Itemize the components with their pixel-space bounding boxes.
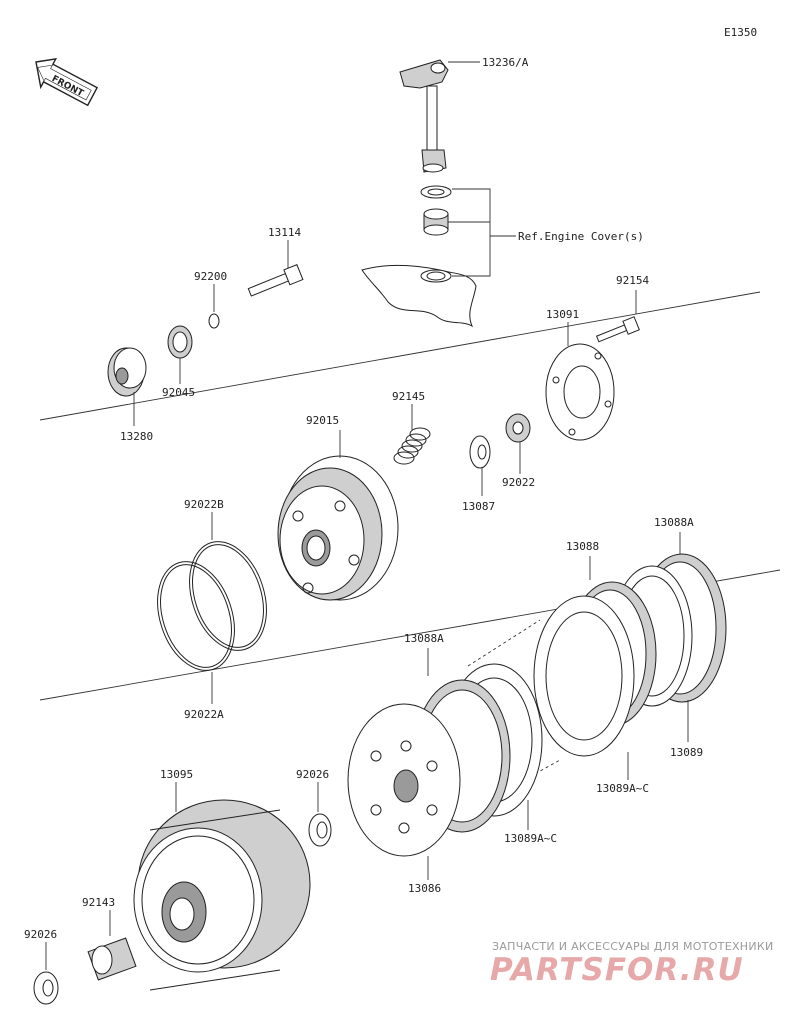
part-92200-label: 92200 — [194, 270, 227, 283]
lifter-13280 — [107, 347, 147, 397]
part-13088-label: 13088 — [566, 540, 599, 553]
bearing-92045 — [167, 325, 193, 359]
part-13086-label: 13086 — [408, 882, 441, 895]
part-13089ac-upper-label: 13089A~C — [596, 782, 649, 795]
watermark-tagline: ЗАПЧАСТИ И АКСЕССУАРЫ ДЛЯ МОТОТЕХНИКИ — [492, 940, 774, 953]
part-13280-label: 13280 — [120, 430, 153, 443]
part-92015-label: 92022 — [502, 476, 535, 489]
part-92154-label: 92154 — [616, 274, 649, 287]
part-92022b-label: 92022B — [184, 498, 224, 511]
part-13089-label: 13089 — [670, 746, 703, 759]
washer-92026-middle — [308, 813, 332, 847]
plate-13091 — [545, 343, 615, 441]
part-13089ac-lower-label: 13089A~C — [504, 832, 557, 845]
part-13088a-upper-label: 13088A — [654, 516, 694, 529]
part-13114-label: 13114 — [268, 226, 301, 239]
part-13095-label: 13095 — [160, 768, 193, 781]
front-arrow-icon: FRONT — [35, 58, 99, 107]
part-92026-middle-label: 92026 — [296, 768, 329, 781]
part-92045-label: 92045 — [162, 386, 195, 399]
ref-engine-cover-note: Ref.Engine Cover(s) — [518, 230, 644, 243]
push-rod — [247, 264, 304, 297]
part-92143-label: 92143 — [82, 896, 115, 909]
washer-92022 — [469, 435, 491, 469]
nut-92015 — [505, 413, 531, 443]
steel-plate-13089a-c-upper — [533, 595, 635, 757]
watermark-brand: PARTSFOR.RU — [490, 952, 744, 988]
part-92022-label: 13087 — [462, 500, 495, 513]
washer-92200 — [208, 313, 220, 329]
part-13087-label: 92015 — [306, 414, 339, 427]
washer-92026-lower — [33, 971, 59, 1005]
part-92022a-label: 92022A — [184, 708, 224, 721]
needle-bearing — [423, 208, 449, 236]
spring-92145 — [393, 427, 431, 465]
bolt-92154 — [595, 316, 640, 343]
part-92026-lower-label: 92026 — [24, 928, 57, 941]
engine-cover-fragment — [361, 264, 477, 328]
o-ring-92022b — [189, 541, 267, 651]
clutch-housing-13095 — [133, 799, 311, 991]
diagram-code: E1350 — [724, 26, 757, 39]
watermark-logo: ЗАПЧАСТИ И АКСЕССУАРЫ ДЛЯ МОТОТЕХНИКИ PA… — [490, 940, 774, 988]
o-ring-92022a — [157, 561, 235, 671]
part-13236a-label: 13236/A — [482, 56, 529, 69]
sleeve-92143 — [87, 937, 137, 981]
release-shaft — [399, 59, 449, 173]
part-13088a-lower-label: 13088A — [404, 632, 444, 645]
clutch-hub-13087 — [277, 455, 399, 601]
part-13091-label: 13091 — [546, 308, 579, 321]
part-92145-label: 92145 — [392, 390, 425, 403]
pressure-plate-13086 — [347, 703, 461, 857]
